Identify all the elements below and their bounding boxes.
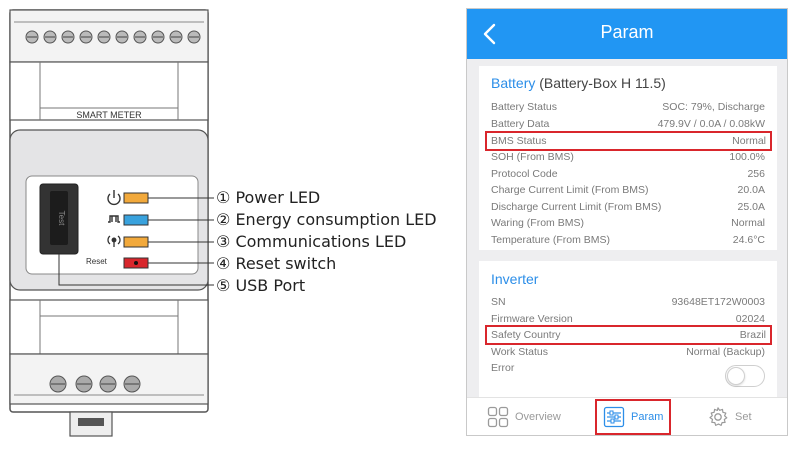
param-label: Battery Data — [491, 118, 550, 130]
sliders-icon — [603, 406, 625, 428]
callout-number: ④ — [216, 254, 231, 273]
antenna-icon — [107, 235, 121, 247]
callout-text: USB Port — [235, 276, 306, 295]
battery-model: (Battery-Box H 11.5) — [539, 75, 666, 91]
tab-label: Overview — [515, 411, 561, 423]
power-icon — [107, 190, 121, 206]
param-value: 479.9V / 0.0A / 0.08kW — [657, 118, 765, 130]
param-label: Work Status — [491, 346, 548, 358]
param-value: SOC: 79%, Discharge — [662, 101, 765, 113]
meter-brand-label: SMART METER — [76, 110, 142, 120]
param-row-temperature: Temperature (From BMS) 24.6°C — [491, 232, 765, 248]
param-value: 24.6°C — [732, 234, 765, 246]
param-label: Waring (From BMS) — [491, 217, 584, 229]
param-row-warning: Waring (From BMS) Normal — [491, 215, 765, 231]
callout-text: Power LED — [235, 188, 321, 207]
param-row-battery-data: Battery Data 479.9V / 0.0A / 0.08kW — [491, 116, 765, 132]
page-title: Param — [600, 22, 654, 42]
param-row-charge-current-limit: Charge Current Limit (From BMS) 20.0A — [491, 182, 765, 198]
param-row-work-status: Work Status Normal (Backup) — [491, 344, 765, 360]
bottom-tab-bar: Overview Param Set — [467, 397, 787, 435]
chevron-left-icon — [483, 23, 496, 45]
param-label: SN — [491, 296, 506, 308]
param-row-soh: SOH (From BMS) 100.0% — [491, 149, 765, 165]
tab-label: Param — [631, 411, 664, 423]
battery-title: Battery — [491, 75, 536, 91]
param-label: Protocol Code — [491, 168, 558, 180]
param-value: Normal (Backup) — [686, 346, 765, 358]
param-value: 25.0A — [737, 201, 765, 213]
energy-led — [123, 214, 149, 226]
bottom-terminal-screws — [49, 375, 141, 393]
callout-number: ③ — [216, 232, 231, 251]
param-value: 93648ET172W0003 — [671, 296, 765, 308]
back-button[interactable] — [475, 19, 505, 49]
gear-icon — [709, 407, 728, 426]
param-label: Error — [491, 362, 515, 374]
app-header: Param — [467, 9, 787, 59]
battery-card-title: Battery (Battery-Box H 11.5) — [491, 75, 666, 91]
callout-number: ⑤ — [216, 276, 231, 295]
param-label: Temperature (From BMS) — [491, 234, 611, 246]
callout-text: Communications LED — [235, 232, 407, 251]
callout-energy-led: ② Energy consumption LED — [216, 210, 437, 229]
param-label: Firmware Version — [491, 313, 573, 325]
toggle-knob — [727, 367, 745, 385]
param-label: Discharge Current Limit (From BMS) — [491, 201, 662, 213]
callout-communications-led: ③ Communications LED — [216, 232, 406, 251]
inverter-card: Inverter SN 93648ET172W0003 Firmware Ver… — [479, 261, 777, 397]
communications-led — [123, 236, 149, 248]
param-value: Normal — [731, 217, 765, 229]
tab-param[interactable]: Param — [595, 399, 672, 435]
param-label: Charge Current Limit (From BMS) — [491, 184, 649, 196]
param-row-protocol-code: Protocol Code 256 — [491, 166, 765, 182]
tab-label: Set — [735, 411, 752, 423]
smart-meter-illustration: SMART METER Test Reset — [9, 9, 214, 437]
smart-meter-diagram: SMART METER Test Reset — [9, 9, 437, 437]
param-row-error: Error — [491, 360, 765, 376]
callout-lines — [58, 197, 214, 286]
param-row-discharge-current-limit: Discharge Current Limit (From BMS) 25.0A — [491, 199, 765, 215]
callout-number: ② — [216, 210, 231, 229]
callout-text: Energy consumption LED — [235, 210, 437, 229]
callout-power-led: ① Power LED — [216, 188, 320, 207]
power-led — [123, 192, 149, 204]
grid-icon — [487, 406, 509, 428]
tab-overview[interactable]: Overview — [487, 402, 561, 432]
param-value: 100.0% — [729, 151, 765, 163]
callout-text: Reset switch — [235, 254, 337, 273]
callout-reset-switch: ④ Reset switch — [216, 254, 336, 273]
inverter-title: Inverter — [491, 271, 539, 287]
callout-usb-port: ⑤ USB Port — [216, 276, 305, 295]
tab-set[interactable]: Set — [707, 402, 752, 432]
param-row-bms-status: BMS Status Normal — [485, 131, 772, 151]
param-value: Normal — [732, 135, 766, 147]
param-value: 20.0A — [737, 184, 765, 196]
callout-number: ① — [216, 188, 231, 207]
energy-pulse-icon — [108, 215, 120, 223]
param-row-safety-country: Safety Country Brazil — [485, 325, 772, 345]
param-label: Battery Status — [491, 101, 557, 113]
param-row-sn: SN 93648ET172W0003 — [491, 294, 765, 310]
param-label: BMS Status — [491, 135, 547, 147]
param-label: Safety Country — [491, 329, 561, 341]
top-terminal-screws — [25, 30, 201, 44]
param-value: 02024 — [735, 313, 765, 325]
param-row-firmware-version: Firmware Version 02024 — [491, 311, 765, 327]
usb-port-text: Test — [57, 211, 66, 226]
app-screen: Param Battery (Battery-Box H 11.5) Batte… — [466, 8, 788, 436]
param-value: Brazil — [739, 329, 766, 341]
reset-label: Reset — [86, 257, 108, 266]
battery-card: Battery (Battery-Box H 11.5) Battery Sta… — [479, 66, 777, 250]
param-row-battery-status: Battery Status SOC: 79%, Discharge — [491, 99, 765, 115]
param-label: SOH (From BMS) — [491, 151, 574, 163]
param-value: 256 — [747, 168, 765, 180]
error-toggle[interactable] — [725, 365, 765, 387]
